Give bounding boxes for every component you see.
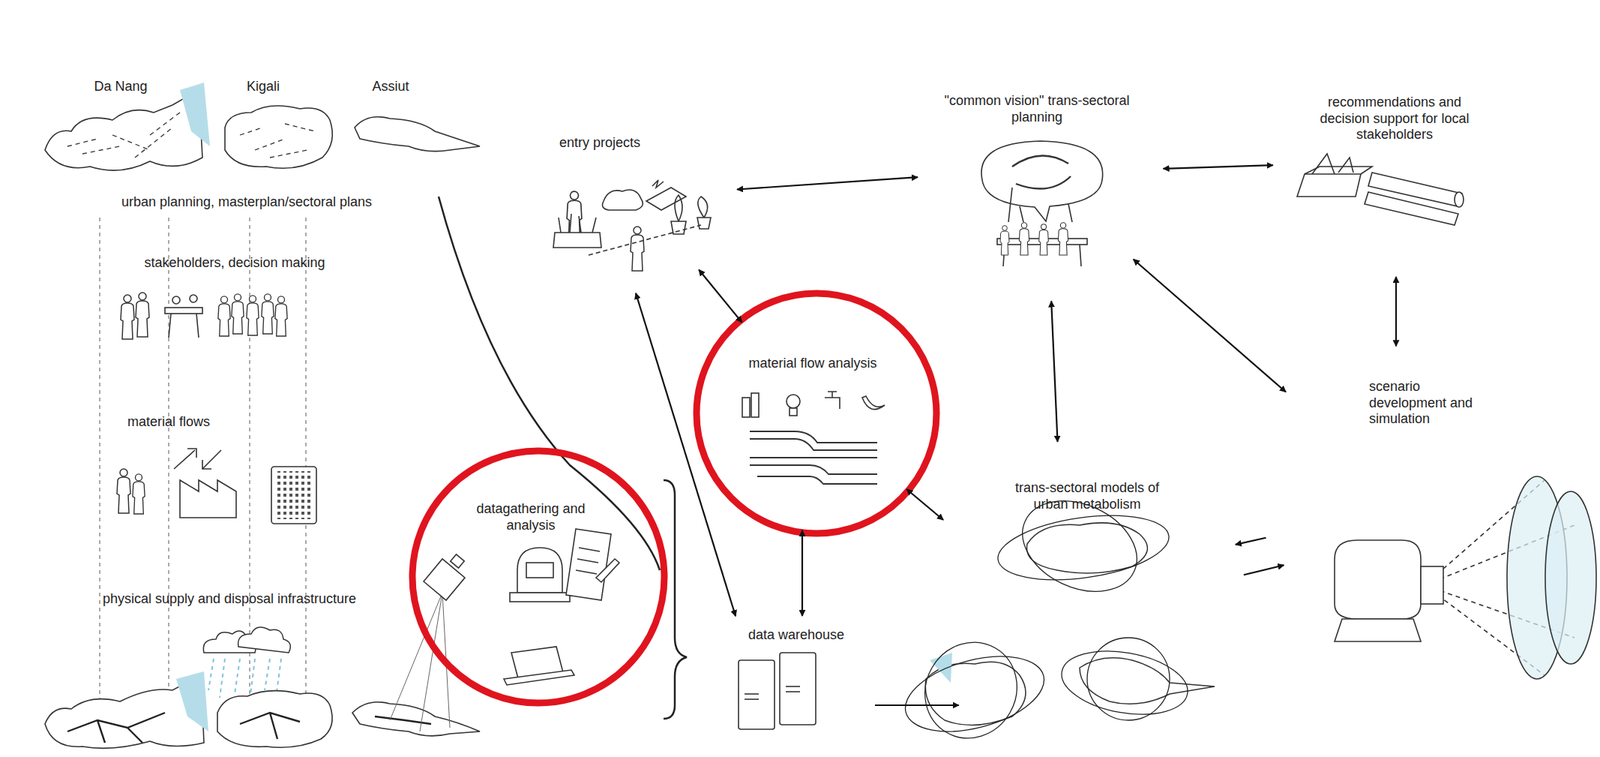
node-outline xyxy=(533,89,732,288)
node-label: "common vision" trans-sectoral planning xyxy=(931,92,1142,126)
connector-arrow xyxy=(801,530,803,616)
node-shape xyxy=(704,300,929,526)
connector-arrow xyxy=(1243,564,1285,575)
node-label: trans-sectoral models of urban metabolis… xyxy=(997,479,1178,513)
connector-arrow xyxy=(874,704,959,706)
connector-arrow xyxy=(1395,276,1397,346)
node-shape xyxy=(419,458,657,696)
text-block: trans-sectoral models of urban metabolis… xyxy=(997,479,1178,513)
process-circle: material flow analysis xyxy=(704,300,929,526)
node-label: entry projects xyxy=(524,134,675,152)
node-label: recommendations and decision support for… xyxy=(1306,94,1484,144)
process-circle: trans-sectoral models of urban metabolis… xyxy=(925,444,1241,757)
connector-arrow xyxy=(1051,300,1058,441)
text-block: entry projects xyxy=(524,134,675,152)
panel-label: material flows xyxy=(127,413,210,431)
connector-arrow xyxy=(698,269,742,323)
text-block: recommendations and decision support for… xyxy=(1306,94,1484,144)
node-outline xyxy=(922,60,1159,297)
connector-arrow xyxy=(1163,164,1274,169)
connector-arrow xyxy=(906,488,944,520)
panel-label: Da Nang xyxy=(93,78,147,96)
node-shape xyxy=(1277,34,1515,272)
node-outline xyxy=(704,300,929,526)
connector-arrow xyxy=(737,176,918,189)
process-circle: "common vision" trans-sectoral planning xyxy=(922,60,1159,297)
node-outline xyxy=(1277,34,1515,272)
node-label: datagathering and analysis xyxy=(455,500,606,534)
process-circle: recommendations and decision support for… xyxy=(1277,34,1515,272)
panel-label: physical supply and disposal infrastruct… xyxy=(102,590,357,608)
node-label: scenario development and simulation xyxy=(1369,378,1482,428)
process-circle: entry projects xyxy=(533,89,732,288)
storage-box: data warehouse xyxy=(719,620,870,738)
process-circle: scenario development and simulation xyxy=(1258,350,1517,609)
text-block: scenario development and simulation xyxy=(1369,378,1482,428)
text-block: "common vision" trans-sectoral planning xyxy=(931,92,1142,126)
process-circle: datagathering and analysis xyxy=(419,458,657,696)
node-outline xyxy=(419,458,657,696)
node-outline xyxy=(1258,350,1517,609)
node-shape xyxy=(533,89,732,288)
text-block: material flow analysis xyxy=(722,355,903,372)
panel-label: Kigali xyxy=(246,78,280,96)
node-label: data warehouse xyxy=(725,626,868,644)
connector-arrow xyxy=(1235,537,1267,545)
node-outline xyxy=(925,444,1241,757)
panel-label: Assiut xyxy=(371,78,409,96)
connector-arrow xyxy=(635,293,736,617)
text-block: datagathering and analysis xyxy=(455,500,606,534)
text-block: data warehouse xyxy=(725,626,868,644)
panel-label: urban planning, masterplan/sectoral plan… xyxy=(121,194,372,211)
connector-arrow xyxy=(1133,259,1286,393)
node-label: material flow analysis xyxy=(722,355,903,372)
panel-label: stakeholders, decision making xyxy=(143,254,325,272)
